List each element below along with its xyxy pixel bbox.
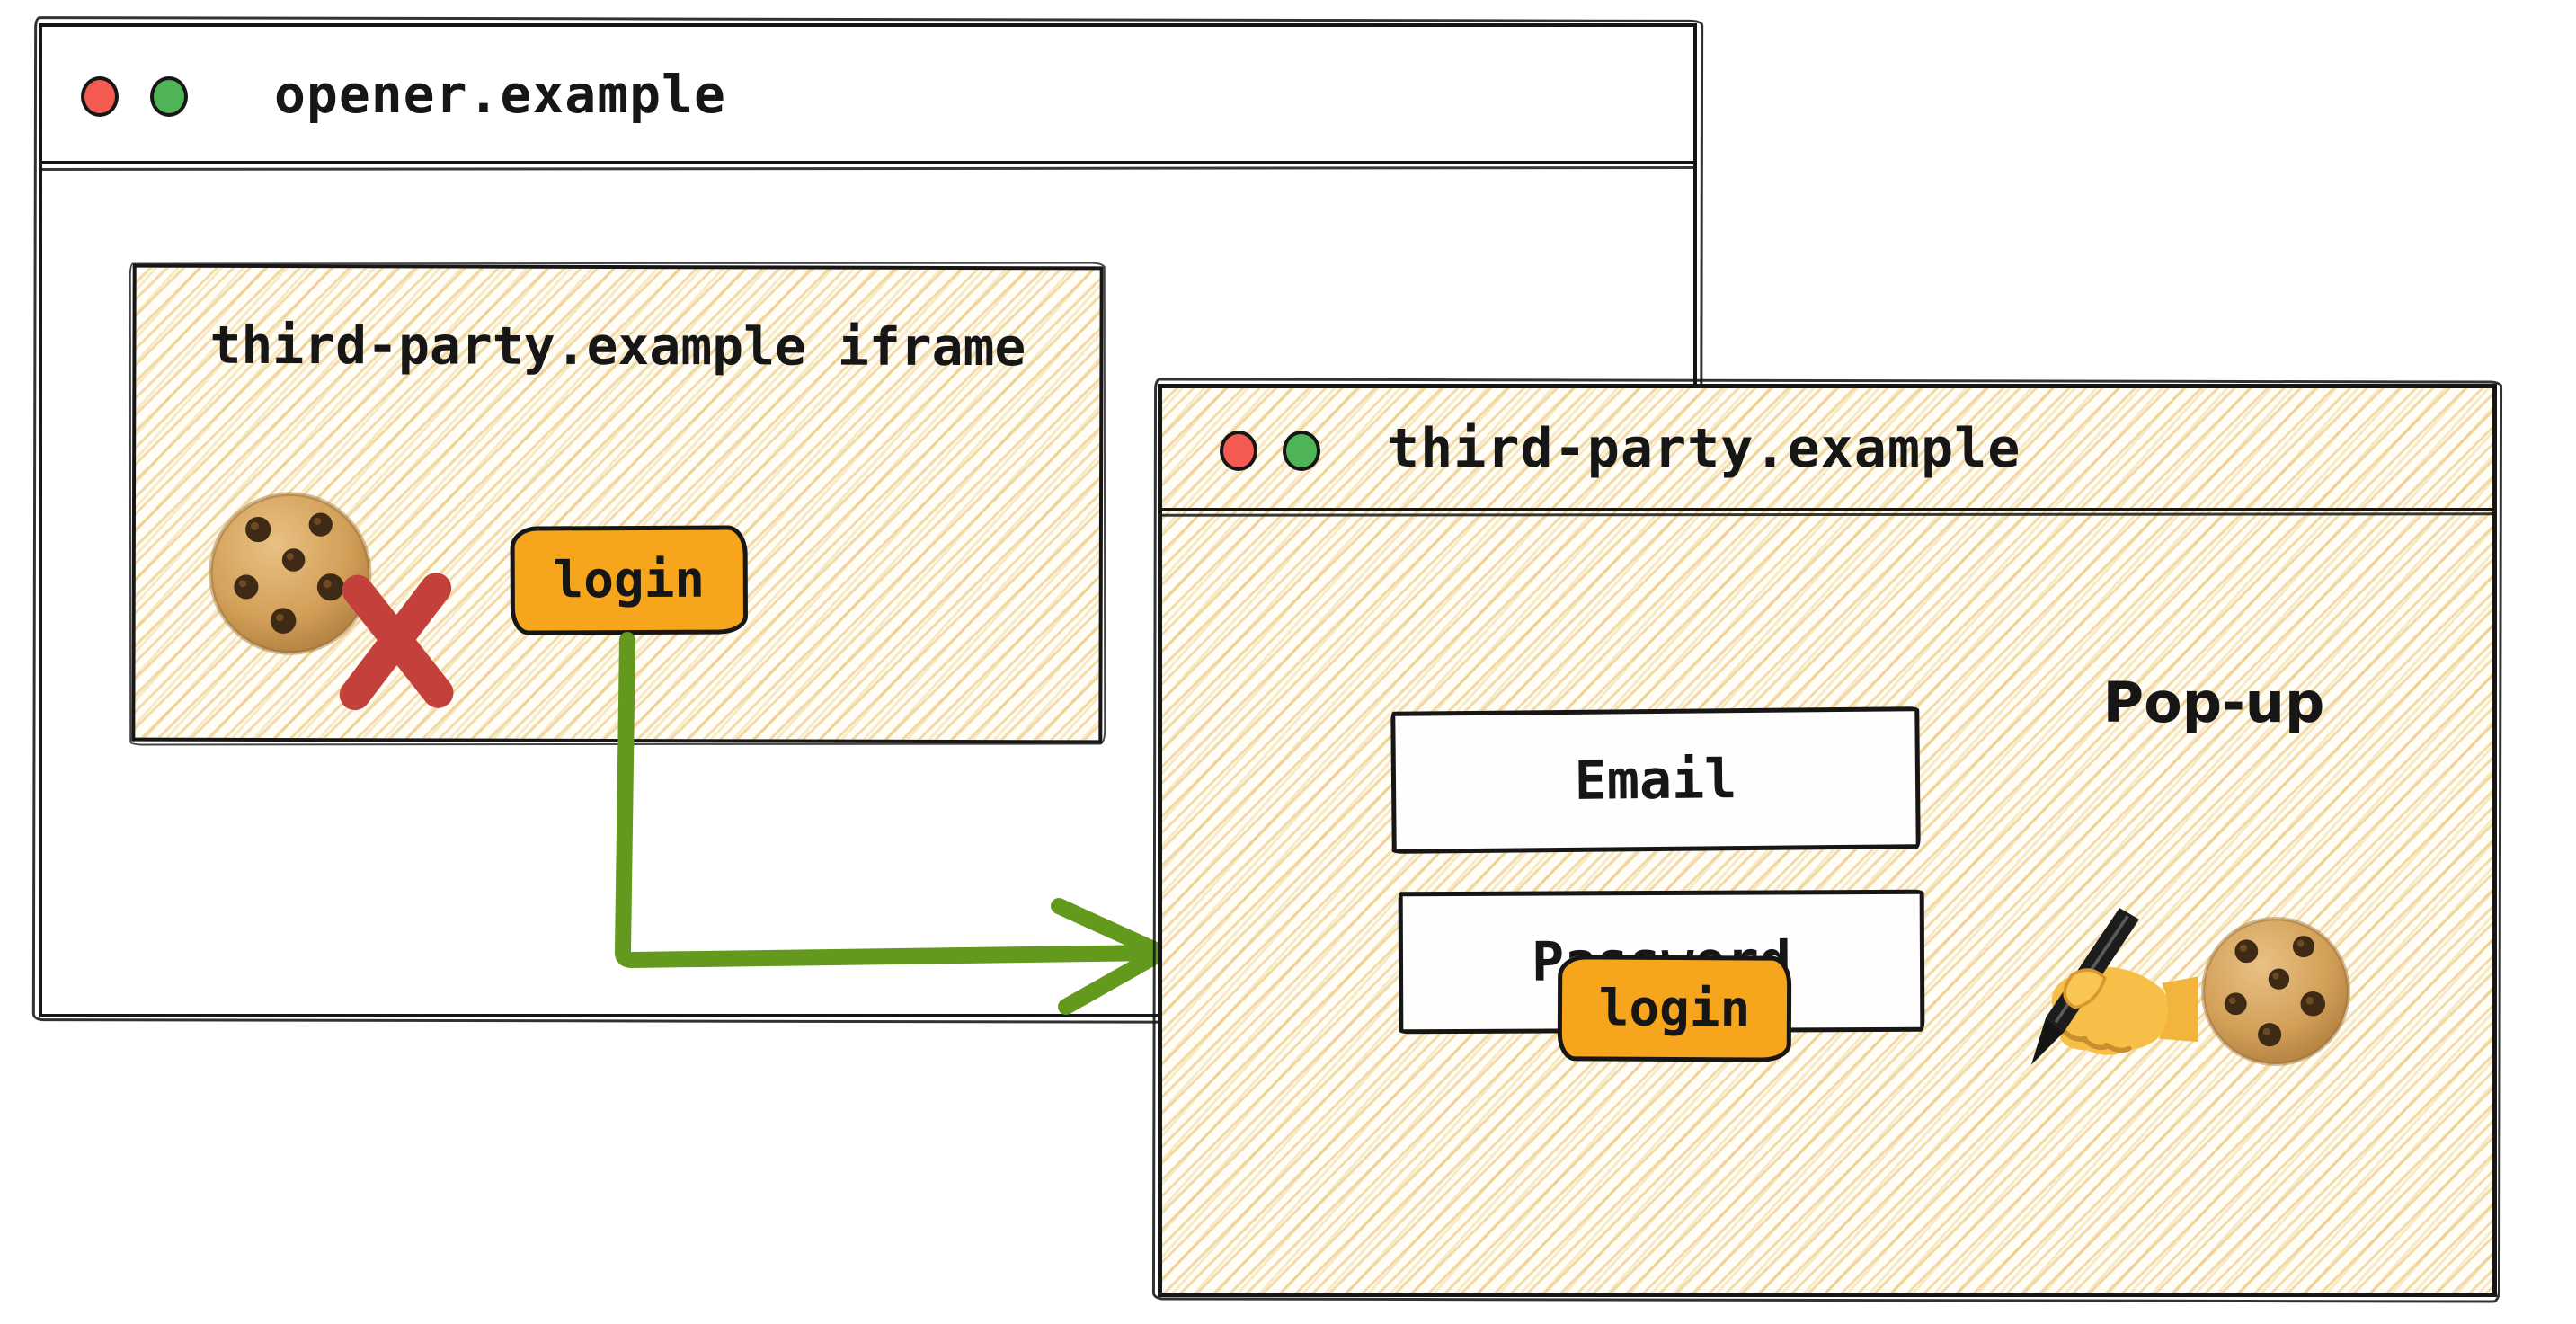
traffic-light-green-icon [150, 76, 188, 117]
iframe-login-button[interactable]: login [510, 525, 749, 635]
blocked-cookie-icon [203, 489, 528, 724]
writing-hand-icon [2021, 903, 2201, 1076]
red-cross-icon [338, 568, 457, 712]
popup-login-button[interactable]: login [1557, 955, 1792, 1062]
iframe-title: third-party.example iframe [209, 314, 1026, 378]
popup-titlebar: third-party.example [1162, 388, 2492, 511]
third-party-iframe: third-party.example iframe login [131, 263, 1104, 744]
popup-label: Pop-up [2102, 670, 2325, 735]
traffic-light-red-icon [81, 76, 119, 117]
cookie-icon [2196, 914, 2356, 1069]
popup-window-title: third-party.example [1387, 416, 2021, 480]
traffic-light-green-icon [1283, 431, 1320, 471]
email-field[interactable]: Email [1390, 706, 1921, 854]
opener-titlebar: opener.example [42, 27, 1693, 164]
popup-window: third-party.example Pop-up Email Passwor… [1158, 384, 2497, 1297]
traffic-light-red-icon [1220, 431, 1257, 471]
popup-body: Pop-up Email Password login [1162, 519, 2492, 1293]
opener-window-title: opener.example [274, 63, 726, 125]
